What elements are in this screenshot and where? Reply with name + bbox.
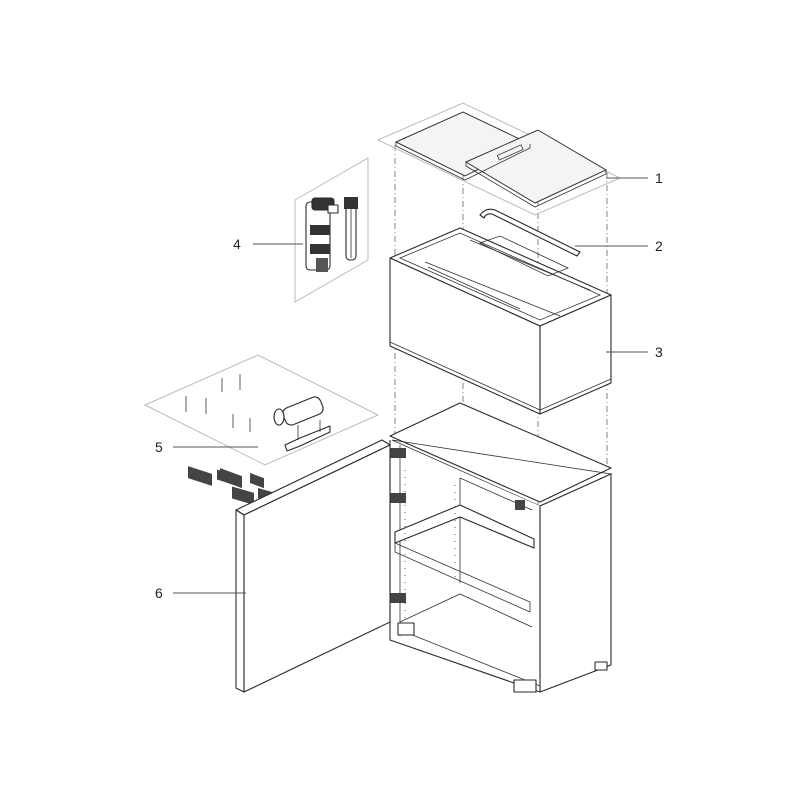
cabinet-foot-left xyxy=(397,622,415,636)
callout-5: 5 xyxy=(155,439,163,455)
callout-6: 6 xyxy=(155,585,163,601)
hinge-pair-2 xyxy=(185,396,231,486)
callout-3: 3 xyxy=(655,344,663,360)
filter-and-heater xyxy=(294,157,369,303)
callout-leaders xyxy=(173,177,648,594)
lid-handle xyxy=(496,144,524,161)
internal-filter xyxy=(305,197,339,272)
lighting-bar xyxy=(479,208,581,257)
hinge-pair-1 xyxy=(220,374,264,489)
push-latch xyxy=(273,396,331,452)
cabinet-foot-front xyxy=(513,679,537,693)
cover-lid xyxy=(376,102,622,216)
hinge-pair-3 xyxy=(232,414,272,505)
cabinet-foot-right xyxy=(594,661,608,671)
callout-labels: 1 2 3 4 5 6 xyxy=(155,170,663,601)
aquarium-heater xyxy=(344,197,358,261)
aquarium-tank xyxy=(389,227,612,415)
push-latch-mounted xyxy=(515,500,525,510)
callout-2: 2 xyxy=(655,238,663,254)
cabinet-door xyxy=(235,439,391,693)
cabinet-body xyxy=(380,402,613,693)
callout-4: 4 xyxy=(233,236,241,252)
callout-1: 1 xyxy=(655,170,663,186)
